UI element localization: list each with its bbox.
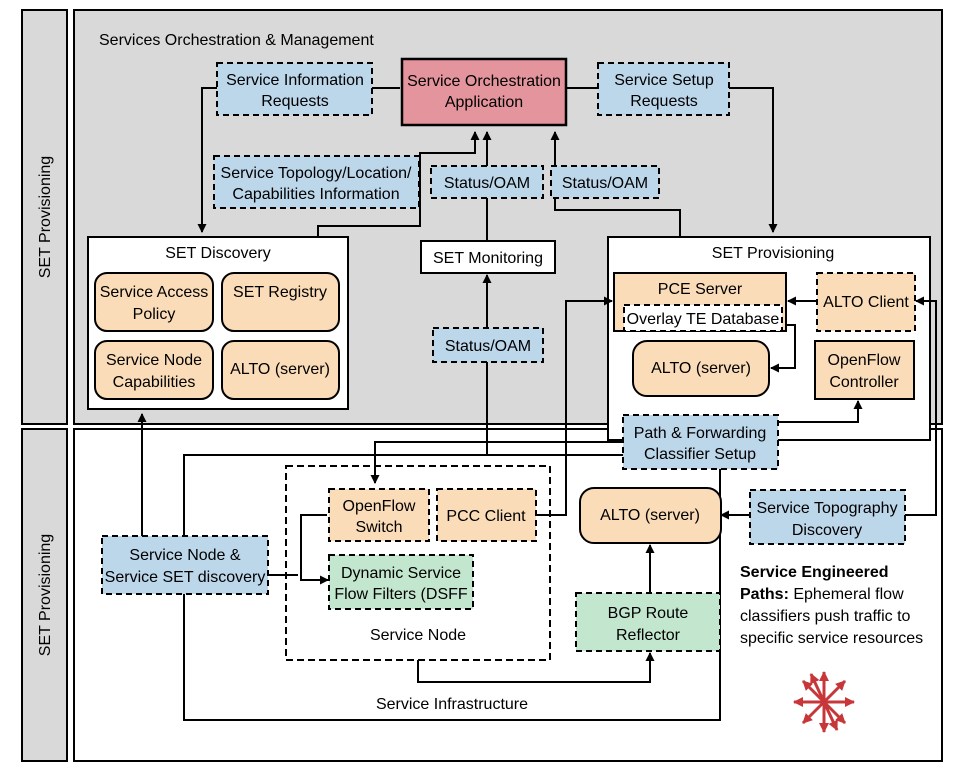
svg-text:Service Access: Service Access (100, 284, 208, 301)
alto-server-infra-box: ALTO (server) (579, 487, 722, 544)
service-orchestration-app: Service Orchestration Application (400, 57, 568, 127)
service-infrastructure-label: Service Infrastructure (376, 696, 528, 713)
svg-text:ALTO (server): ALTO (server) (230, 361, 330, 378)
status-oam-box-2: Status/OAM (550, 165, 660, 199)
svg-text:Service Topography: Service Topography (756, 500, 897, 517)
svg-text:Discovery: Discovery (792, 522, 862, 539)
sep-note: Service Engineered Paths: Ephemeral flow… (740, 564, 923, 647)
status-oam-box-3: Status/OAM (432, 327, 544, 363)
svg-text:ALTO Client: ALTO Client (823, 294, 909, 311)
set-discovery-title: SET Discovery (165, 245, 271, 262)
svg-text:Policy: Policy (133, 306, 176, 323)
svg-text:SET Provisioning: SET Provisioning (37, 534, 54, 656)
svg-text:OpenFlow: OpenFlow (828, 352, 901, 369)
svg-text:Status/OAM: Status/OAM (562, 175, 648, 192)
svg-text:Switch: Switch (355, 519, 402, 536)
svg-text:specific service resources: specific service resources (740, 630, 923, 647)
svg-text:Service Node &: Service Node & (129, 547, 240, 564)
svg-text:PCC Client: PCC Client (446, 508, 526, 525)
side-label-top: SET Provisioning (21, 9, 68, 425)
status-oam-box-1: Status/OAM (430, 165, 544, 199)
svg-text:Service SET discovery: Service SET discovery (105, 569, 266, 586)
svg-text:Path & Forwarding: Path & Forwarding (634, 425, 767, 442)
svg-text:SET Provisioning: SET Provisioning (37, 156, 54, 278)
svg-text:PCE Server: PCE Server (658, 281, 743, 298)
svg-text:SET Registry: SET Registry (233, 284, 327, 301)
svg-text:Application: Application (445, 94, 523, 111)
svg-text:Service Node: Service Node (106, 352, 202, 369)
service-node-label: Service Node (370, 627, 466, 644)
overlay-te-database-box: Overlay TE Database (623, 304, 783, 332)
svg-text:Status/OAM: Status/OAM (444, 175, 530, 192)
pcc-client-box: PCC Client (436, 488, 537, 542)
alto-server-discovery-box: ALTO (server) (221, 340, 340, 400)
service-topology-info-box: Service Topology/Location/ Capabilities … (213, 155, 420, 209)
alto-client-box: ALTO Client (816, 272, 916, 332)
svg-text:Service Engineered: Service Engineered (740, 564, 889, 581)
set-provisioning-container (607, 236, 931, 441)
set-registry-box: SET Registry (221, 272, 340, 332)
service-node-capabilities-box: Service Node Capabilities (94, 340, 214, 400)
svg-text:SET Monitoring: SET Monitoring (433, 250, 543, 267)
svg-text:Service Information: Service Information (226, 72, 364, 89)
svg-text:Controller: Controller (829, 374, 899, 391)
service-access-policy-box: Service Access Policy (94, 272, 214, 332)
svg-text:BGP Route: BGP Route (608, 605, 689, 622)
svg-text:ALTO (server): ALTO (server) (651, 360, 751, 377)
svg-text:Dynamic Service: Dynamic Service (341, 565, 461, 582)
svg-text:Paths: Ephemeral flow: Paths: Ephemeral flow (740, 586, 904, 603)
svg-text:Reflector: Reflector (616, 627, 681, 644)
svg-text:Overlay TE Database: Overlay TE Database (627, 311, 780, 328)
svg-text:Capabilities Information: Capabilities Information (232, 186, 399, 203)
svg-text:Status/OAM: Status/OAM (445, 338, 531, 355)
svg-text:Classifier Setup: Classifier Setup (644, 446, 756, 463)
svg-text:Service Orchestration: Service Orchestration (407, 73, 561, 90)
starburst-arrows-icon (793, 671, 855, 733)
set-provisioning-title: SET Provisioning (712, 245, 834, 262)
path-forwarding-setup-box: Path & Forwarding Classifier Setup (622, 414, 779, 470)
service-topography-discovery-box: Service Topography Discovery (749, 489, 906, 545)
openflow-switch-box: OpenFlow Switch (328, 488, 430, 542)
side-label-bottom: SET Provisioning (21, 428, 68, 762)
alto-server-provisioning-box: ALTO (server) (632, 340, 770, 397)
openflow-controller-box: OpenFlow Controller (814, 340, 915, 400)
service-node-set-discovery-box: Service Node & Service SET discovery (101, 535, 269, 595)
svg-text:classifiers push traffic to: classifiers push traffic to (740, 608, 911, 625)
svg-text:Flow Filters (DSFF: Flow Filters (DSFF (334, 586, 468, 603)
svg-text:Service Topology/Location/: Service Topology/Location/ (221, 165, 412, 182)
dsff-box: Dynamic Service Flow Filters (DSFF (328, 554, 474, 610)
set-monitoring-box: SET Monitoring (420, 240, 556, 274)
svg-text:OpenFlow: OpenFlow (343, 498, 416, 515)
svg-text:Requests: Requests (630, 93, 698, 110)
svg-text:Capabilities: Capabilities (113, 374, 196, 391)
svg-text:Requests: Requests (261, 93, 329, 110)
service-info-requests-box: Service Information Requests (216, 62, 373, 116)
orchestration-region-title: Services Orchestration & Management (99, 32, 374, 49)
svg-text:Service Setup: Service Setup (614, 72, 714, 89)
svg-text:ALTO (server): ALTO (server) (600, 507, 700, 524)
bgp-route-reflector-box: BGP Route Reflector (575, 592, 721, 652)
service-setup-requests-box: Service Setup Requests (597, 62, 730, 116)
